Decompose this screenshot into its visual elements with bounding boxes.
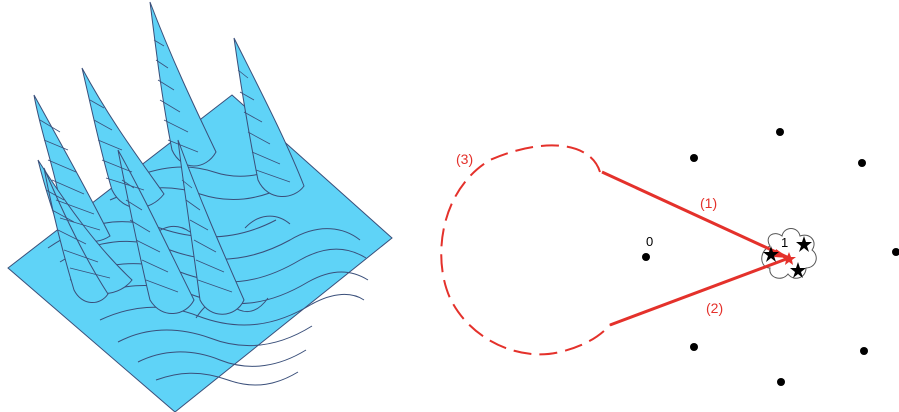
- spike-contours: [39, 39, 291, 293]
- surface-spikes: [33, 1, 305, 315]
- lattice-dot: [690, 343, 698, 351]
- star-icon-red: [782, 252, 796, 265]
- path-1-arrow: [774, 249, 789, 258]
- label-point-0: 0: [646, 234, 653, 249]
- label-point-1: 1: [781, 235, 788, 250]
- label-path-3: (3): [456, 151, 473, 167]
- label-path-2: (2): [706, 300, 723, 316]
- lattice-dots: [642, 128, 899, 386]
- lattice-dot-0: [642, 253, 650, 261]
- lattice-dot: [858, 159, 866, 167]
- spike-5: [233, 37, 305, 198]
- star-icon: [763, 246, 779, 262]
- path-2-line: [609, 256, 790, 327]
- lattice-dot: [860, 347, 868, 355]
- stars: [763, 236, 812, 278]
- spike-7: [117, 149, 195, 314]
- contour-diagram: (3) (1) (2) 0 1: [440, 128, 899, 386]
- spike-3: [81, 67, 165, 209]
- path-3-dashed-circle: [440, 144, 611, 356]
- spike-4: [149, 1, 217, 167]
- label-path-1: (1): [700, 195, 717, 211]
- lattice-dot: [776, 128, 784, 136]
- lattice-dot: [690, 154, 698, 162]
- spike-8: [43, 167, 109, 303]
- red-paths: [440, 144, 790, 356]
- lattice-dot: [892, 248, 899, 256]
- star-icon: [796, 236, 812, 252]
- path-1-line: [601, 170, 790, 260]
- surface-plot: [7, 1, 393, 412]
- star-icon: [790, 262, 806, 278]
- spike-6: [177, 139, 245, 315]
- lattice-dot: [777, 378, 785, 386]
